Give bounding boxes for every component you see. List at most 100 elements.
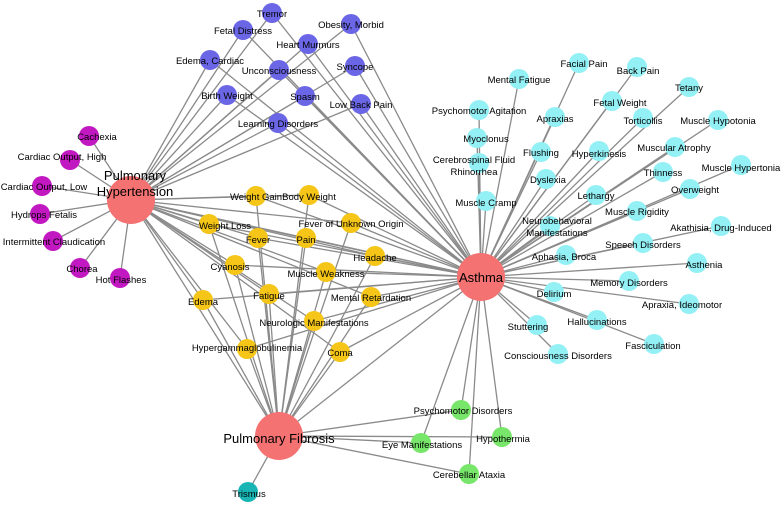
node-intermittent-claudication[interactable]	[43, 231, 63, 251]
node-spasm[interactable]	[295, 86, 315, 106]
node-overweight[interactable]	[680, 179, 700, 199]
node-hypergammaglobulinemia[interactable]	[237, 339, 257, 359]
node-thinness[interactable]	[653, 162, 673, 182]
node-mental-fatigue[interactable]	[509, 69, 529, 89]
node-muscle-rigidity[interactable]	[627, 201, 647, 221]
node-hot-flashes[interactable]	[110, 268, 130, 288]
edge-headache-ph	[130, 199, 376, 257]
node-fasciculation[interactable]	[644, 334, 664, 354]
node-chorea[interactable]	[70, 258, 90, 278]
node-label-headache: Headache	[353, 253, 396, 264]
node-facial-pain[interactable]	[569, 53, 589, 73]
node-heart-murmurs[interactable]	[298, 34, 318, 54]
node-syncope[interactable]	[345, 56, 365, 76]
node-apraxias[interactable]	[545, 107, 565, 127]
node-label-muscle-hypertonia: Muscle Hypertonia	[702, 163, 781, 174]
node-fatigue[interactable]	[259, 284, 279, 304]
node-label-cachexia: Cachexia	[77, 132, 117, 143]
node-cerebellar-ataxia[interactable]	[459, 464, 479, 484]
node-hallucinations[interactable]	[587, 310, 607, 330]
node-asthenia[interactable]	[687, 253, 707, 273]
node-lethargy[interactable]	[586, 185, 606, 205]
node-label-overweight: Overweight	[671, 185, 719, 196]
hub-pulmonary-fibrosis[interactable]	[255, 412, 303, 460]
node-mental-retardation[interactable]	[361, 287, 381, 307]
node-cachexia[interactable]	[79, 126, 99, 146]
node-psychomotor-disorders[interactable]	[451, 400, 471, 420]
node-label-apraxias: Apraxias	[537, 114, 574, 125]
node-headache[interactable]	[365, 246, 385, 266]
node-muscle-weakness[interactable]	[316, 262, 336, 282]
edge-as-pf	[278, 276, 482, 437]
node-low-back-pain[interactable]	[351, 94, 371, 114]
node-weight-gain[interactable]	[246, 186, 266, 206]
edge-tremor-as	[271, 12, 482, 278]
hub-pulmonary-hypertension[interactable]	[107, 176, 155, 224]
node-psychomotor-agitation[interactable]	[469, 100, 489, 120]
node-label-akathisia-drug-induced: Akathisia, Drug-Induced	[670, 223, 771, 234]
hub-label-pulmonary-fibrosis: Pulmonary Fibrosis	[223, 431, 335, 446]
node-learning-disorders[interactable]	[268, 113, 288, 133]
node-pain[interactable]	[296, 228, 316, 248]
node-cardiac-output-high[interactable]	[60, 150, 80, 170]
edge-unconsciousness-ph	[130, 69, 280, 201]
node-hypothermia[interactable]	[492, 427, 512, 447]
node-eye-manifestations[interactable]	[411, 433, 431, 453]
node-stuttering[interactable]	[527, 315, 547, 335]
node-trismus[interactable]	[238, 482, 258, 502]
node-apraxia-ideomotor[interactable]	[679, 294, 699, 314]
node-edema[interactable]	[193, 290, 213, 310]
node-neurologic-manifestations[interactable]	[304, 311, 324, 331]
node-cardiac-output-low[interactable]	[32, 176, 52, 196]
node-flushing[interactable]	[531, 142, 551, 162]
node-weight-loss[interactable]	[199, 214, 219, 234]
node-muscle-hypertonia[interactable]	[731, 155, 751, 175]
node-consciousness-disorders[interactable]	[548, 344, 568, 364]
node-label-lethargy: Lethargy	[578, 191, 615, 202]
node-muscular-atrophy[interactable]	[665, 137, 685, 157]
node-edema-cardiac[interactable]	[200, 50, 220, 70]
node-fever[interactable]	[248, 228, 268, 248]
edge-fever-pf	[257, 237, 280, 437]
node-cyanosis[interactable]	[225, 255, 245, 275]
node-speech-disorders[interactable]	[633, 233, 653, 253]
node-memory-disorders[interactable]	[619, 271, 639, 291]
node-label-thinness: Thinness	[644, 168, 683, 179]
node-tremor[interactable]	[262, 3, 282, 23]
node-label-aphasia-broca: Aphasia, Broca	[532, 252, 597, 263]
node-muscle-cramp[interactable]	[476, 191, 496, 211]
node-muscle-hypotonia[interactable]	[708, 110, 728, 130]
node-delirium[interactable]	[544, 282, 564, 302]
node-obesity-morbid[interactable]	[341, 14, 361, 34]
node-myoclonus[interactable]	[467, 128, 487, 148]
node-back-pain[interactable]	[627, 57, 647, 77]
node-body-weight[interactable]	[299, 185, 319, 205]
edge-coma-ph	[130, 199, 341, 353]
node-akathisia-drug-induced[interactable]	[711, 216, 731, 236]
node-birth-weight[interactable]	[217, 85, 237, 105]
hub-asthma[interactable]	[457, 253, 505, 301]
node-coma[interactable]	[330, 342, 350, 362]
node-neurobehavioral-manifestations[interactable]	[540, 216, 560, 236]
edge-cerebellar-ataxia-pf	[278, 435, 470, 475]
node-cerebrospinal-fluid-rhinorrhea[interactable]	[469, 153, 489, 173]
node-hyperkinesis[interactable]	[589, 141, 609, 161]
node-torticollis[interactable]	[633, 108, 653, 128]
node-tetany[interactable]	[679, 77, 699, 97]
node-unconsciousness[interactable]	[269, 60, 289, 80]
node-label-apraxia-ideomotor: Apraxia, Ideomotor	[642, 300, 722, 311]
edge-tetany-as	[480, 86, 690, 278]
node-label-hallucinations: Hallucinations	[567, 317, 626, 328]
node-fetal-distress[interactable]	[233, 20, 253, 40]
edge-hypothermia-as	[480, 276, 503, 438]
node-aphasia-broca[interactable]	[556, 245, 576, 265]
edge-body-weight-as	[308, 194, 482, 278]
node-hydrops-fetalis[interactable]	[30, 204, 50, 224]
node-label-dyslexia: Dyslexia	[530, 175, 567, 186]
node-fetal-weight[interactable]	[602, 91, 622, 111]
node-fever-of-unknown-origin[interactable]	[341, 213, 361, 233]
node-label-weight-gain: Weight Gain	[230, 192, 282, 203]
edge-body-weight-ph	[130, 194, 310, 201]
node-dyslexia[interactable]	[536, 169, 556, 189]
